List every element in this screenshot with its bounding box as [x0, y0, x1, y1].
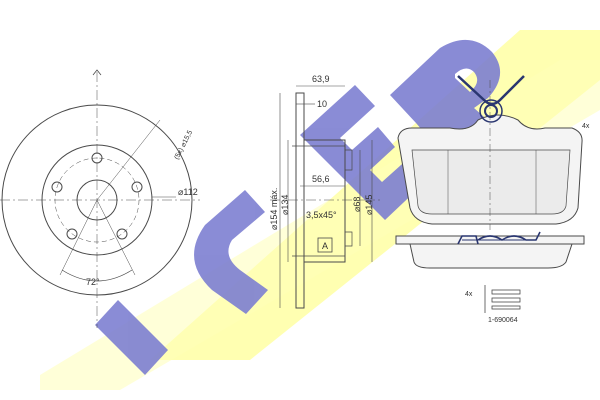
disc-thickness-label: 10: [317, 99, 327, 109]
part-number: 1-690064: [488, 317, 518, 324]
bolt-hole: [51, 181, 63, 193]
total-thickness-label: 63,9: [312, 74, 330, 84]
brake-disc-profile: [270, 85, 380, 309]
bolt-hole: [131, 181, 143, 193]
pad-quantity-top: 4x: [582, 123, 590, 130]
hat-diameter-label: ⌀134: [280, 195, 290, 215]
brake-pad-side: [395, 235, 585, 269]
pad-side-friction: [409, 243, 573, 269]
pad-spring-clip: [457, 75, 525, 123]
outer-diameter-label: ⌀154 máx.: [269, 188, 279, 230]
brake-disc-front-view: [0, 69, 200, 328]
pad-friction-material: [411, 149, 571, 215]
disc-friction-ring: [295, 92, 305, 309]
hub-bore-label: 56,6: [312, 174, 330, 184]
bolt-hole: [116, 228, 128, 240]
pad-quantity-bottom: 4x: [465, 291, 473, 298]
center-bore-label: ⌀68: [352, 197, 362, 212]
pad-side-spring: [457, 231, 541, 245]
angle-label: 72°: [86, 277, 100, 287]
brake-pad-face: [397, 80, 583, 230]
wear-indicator: [484, 285, 521, 313]
bolt-hole: [66, 228, 78, 240]
bolt-pattern-label: (5x) ⌀15,5: [174, 129, 195, 161]
chamfer-label: 3,5x45°: [306, 210, 337, 220]
pcd-label: ⌀112: [178, 187, 198, 197]
diameter-145-label: ⌀145: [364, 195, 374, 215]
section-label: A: [322, 241, 328, 251]
